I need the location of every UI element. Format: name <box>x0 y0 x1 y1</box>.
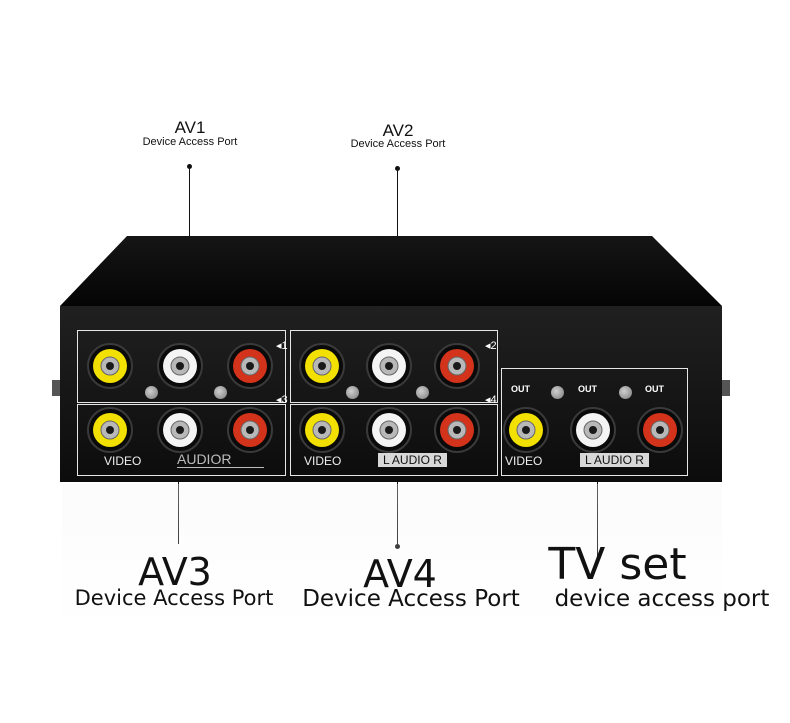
output-video-label: VIDEO <box>505 454 543 468</box>
tv-callout-line <box>597 482 598 562</box>
white-rca-jack <box>570 407 616 453</box>
screw-icon <box>214 386 227 399</box>
group2-audio-label: L AUDIO R <box>378 453 447 467</box>
white-rca-jack <box>157 407 203 453</box>
red-rca-jack <box>227 343 273 389</box>
port-number-2: ◂2 <box>485 340 497 352</box>
screw-icon <box>346 386 359 399</box>
port-number-1: ◂1 <box>276 340 288 352</box>
av4-callout-title: AV4 <box>363 552 437 596</box>
yellow-rca-jack <box>299 407 345 453</box>
red-rca-jack <box>637 407 683 453</box>
av1-callout-dot <box>187 164 192 169</box>
tv-callout-title: TV set <box>548 539 687 590</box>
group1-audio-underline <box>177 467 264 468</box>
av4-callout-dot <box>395 544 400 549</box>
av2-callout-dot <box>395 166 400 171</box>
yellow-rca-jack <box>299 343 345 389</box>
yellow-rca-jack <box>87 407 133 453</box>
white-rca-jack <box>157 343 203 389</box>
yellow-rca-jack <box>503 407 549 453</box>
out-label: OUT <box>511 384 530 394</box>
av4-callout-line <box>397 482 398 544</box>
av4-callout-subtitle: Device Access Port <box>302 586 520 612</box>
tv-callout-subtitle: device access port <box>554 586 770 612</box>
group1-audio-label: AUDIOR <box>177 451 232 467</box>
floor-reflection <box>62 484 722 634</box>
av2-input-frame <box>290 330 498 403</box>
group1-video-label: VIDEO <box>104 454 142 468</box>
av2-callout-title: AV2 <box>382 121 414 140</box>
red-rca-jack <box>227 407 273 453</box>
port-number-3: ◂3 <box>276 394 288 406</box>
av3-callout-title: AV3 <box>138 550 212 594</box>
screw-icon <box>619 386 632 399</box>
port-number-1-text: 1 <box>281 340 288 352</box>
screw-icon <box>145 386 158 399</box>
white-rca-jack <box>366 343 412 389</box>
screw-icon <box>551 386 564 399</box>
group2-video-label: VIDEO <box>304 454 342 468</box>
tv-output-frame <box>501 368 688 476</box>
out-label: OUT <box>578 384 597 394</box>
screw-icon <box>416 386 429 399</box>
av2-callout-subtitle: Device Access Port <box>350 138 446 150</box>
port-number-4: ◂4 <box>485 394 497 406</box>
white-rca-jack <box>366 407 412 453</box>
av3-input-frame <box>77 404 286 476</box>
out-label: OUT <box>645 384 664 394</box>
av3-callout-subtitle: Device Access Port <box>74 586 274 610</box>
red-rca-jack <box>434 343 480 389</box>
red-rca-jack <box>434 407 480 453</box>
av1-callout-title: AV1 <box>174 118 206 137</box>
av4-input-frame <box>290 404 498 476</box>
port-number-3-text: 3 <box>281 394 288 406</box>
av1-callout-subtitle: Device Access Port <box>142 136 238 148</box>
output-audio-label: L AUDIO R <box>580 453 649 467</box>
port-number-2-text: 2 <box>490 340 497 352</box>
port-number-4-text: 4 <box>490 394 497 406</box>
yellow-rca-jack <box>87 343 133 389</box>
av3-callout-line <box>178 482 179 544</box>
av1-input-frame <box>77 330 286 403</box>
